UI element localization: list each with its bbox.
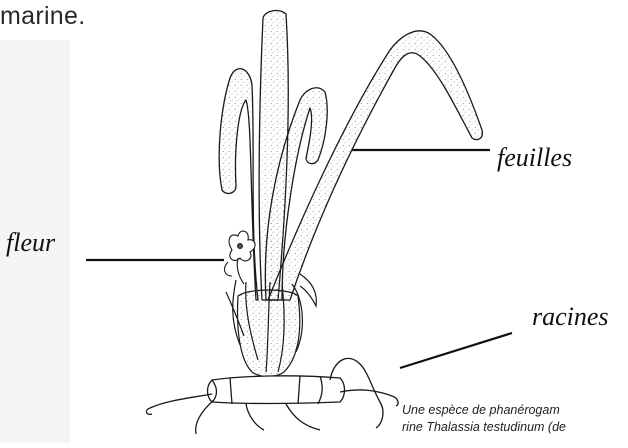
caption-line-2: rine Thalassia testudinum (de: [402, 419, 628, 436]
root-right: [340, 390, 398, 406]
leader-roots: [400, 333, 512, 368]
leaf-arching: [268, 31, 482, 300]
figure-caption: Une espèce de phanérogam rine Thalassia …: [402, 402, 628, 436]
page-heading: marine.: [0, 2, 85, 31]
leaves-group: [219, 11, 482, 300]
caption-line-1: Une espèce de phanérogam: [402, 402, 628, 419]
label-leaves: feuilles: [497, 143, 572, 173]
rhizome: [208, 376, 345, 404]
label-roots: racines: [532, 302, 609, 332]
flower-group: [225, 231, 256, 284]
label-flower: fleur: [6, 228, 55, 258]
